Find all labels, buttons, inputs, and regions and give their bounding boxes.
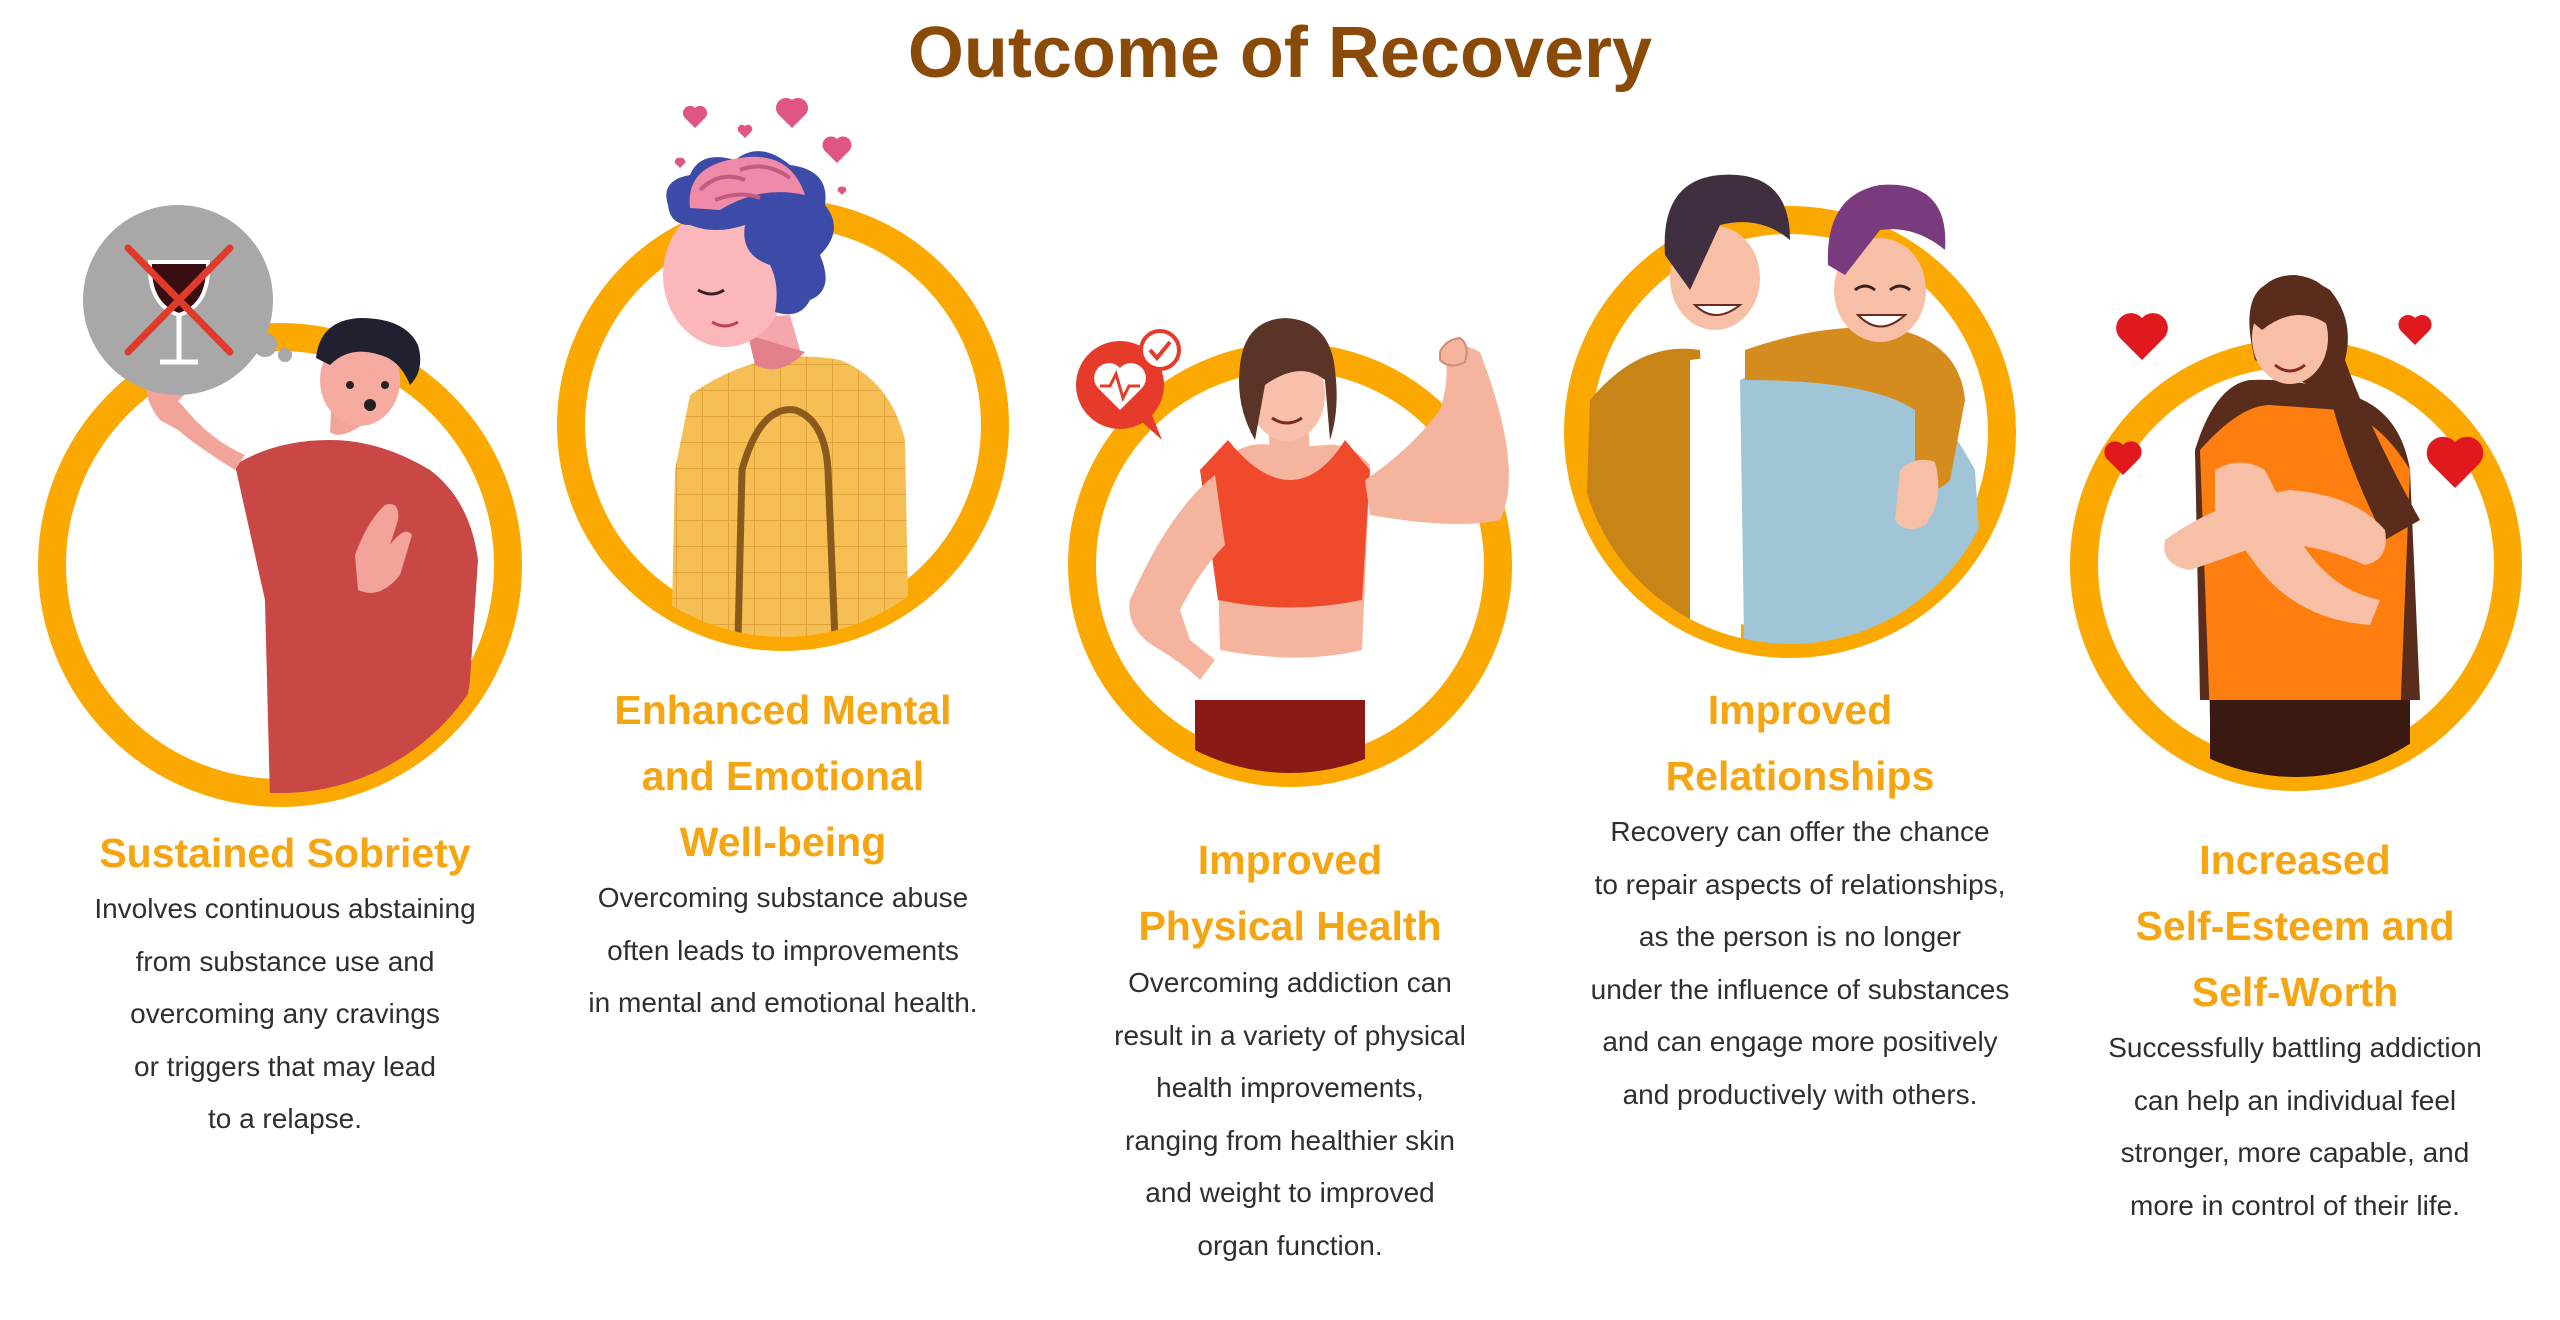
body-line: overcoming any cravings	[130, 998, 440, 1029]
sobriety-description: Involves continuous abstaining from subs…	[55, 883, 515, 1146]
body-line: and can engage more positively	[1602, 1026, 1998, 1057]
heading-line: Increased	[2199, 837, 2391, 883]
body-line: from substance use and	[135, 945, 435, 977]
relationships-illustration	[1564, 174, 2016, 658]
body-line: as the person is no longer	[1638, 921, 1962, 952]
body-line: Overcoming addiction can	[1128, 967, 1452, 998]
relationships-description: Recovery can offer the chance to repair …	[1540, 806, 2060, 1121]
body-line: under the influence of substances	[1590, 973, 2010, 1005]
body-line: to a relapse.	[207, 1103, 363, 1134]
body-line: result in a variety of physical	[1114, 1019, 1466, 1051]
body-line: can help an individual feel	[2133, 1084, 2457, 1116]
heading-line: Improved	[1707, 687, 1893, 733]
heading-line: Self-Worth	[2191, 969, 2399, 1015]
heart-icon	[2116, 313, 2168, 360]
wine-glass-icon	[147, 260, 211, 365]
body-line: to repair aspects of relationships,	[1594, 868, 2006, 900]
no-sign-icon	[124, 244, 234, 356]
body-line: often leads to improvements	[607, 934, 959, 966]
heading-line: Physical Health	[1138, 903, 1442, 949]
sobriety-illustration	[38, 205, 522, 807]
body-line: stronger, more capable, and	[2120, 1137, 2470, 1168]
self-esteem-heading: Increased Self-Esteem and Self-Worth	[2055, 827, 2535, 1025]
body-line: ranging from healthier skin	[1125, 1124, 1455, 1156]
body-line: organ function.	[1197, 1229, 1383, 1261]
body-line: Successfully battling addiction	[2108, 1032, 2482, 1063]
physical-illustration	[1068, 318, 1512, 787]
self-esteem-description: Successfully battling addiction can help…	[2055, 1022, 2535, 1232]
body-line: health improvements,	[1156, 1072, 1424, 1103]
physical-heading: Improved Physical Health	[1060, 827, 1520, 959]
heading-line: Relationships	[1665, 753, 1935, 799]
arm-waving	[156, 392, 245, 470]
heading-line: Enhanced Mental	[614, 687, 952, 733]
sports-top	[1200, 440, 1370, 608]
body-line: or triggers that may lead	[134, 1050, 436, 1082]
mental-heading: Enhanced Mental and Emotional Well-being	[553, 677, 1013, 875]
hand-on-chest	[355, 504, 412, 593]
mental-illustration	[557, 97, 1009, 651]
body-line: in mental and emotional health.	[588, 987, 978, 1018]
body-line: and productively with others.	[1622, 1078, 1978, 1110]
body-line: Involves continuous abstaining	[94, 893, 476, 924]
check-icon	[1139, 329, 1181, 371]
body-line: Recovery can offer the chance	[1610, 816, 1990, 847]
body-line: Overcoming substance abuse	[597, 882, 969, 913]
body-line: and weight to improved	[1145, 1177, 1435, 1208]
heading-line: and Emotional	[641, 753, 925, 799]
heading-line: Sustained Sobriety	[99, 830, 471, 876]
sobriety-heading: Sustained Sobriety	[60, 820, 510, 886]
mental-description: Overcoming substance abuse often leads t…	[553, 872, 1013, 1030]
relationships-heading: Improved Relationships	[1540, 677, 2060, 809]
heading-line: Improved	[1197, 837, 1383, 883]
body-line: more in control of their life.	[2130, 1189, 2460, 1221]
heart-icon	[682, 105, 708, 128]
page-title: Outcome of Recovery	[907, 13, 1653, 93]
heading-line: Self-Esteem and	[2135, 903, 2455, 949]
physical-description: Overcoming addiction can result in a var…	[1060, 957, 1520, 1272]
heading-line: Well-being	[679, 819, 887, 865]
self-esteem-illustration	[2070, 275, 2522, 791]
